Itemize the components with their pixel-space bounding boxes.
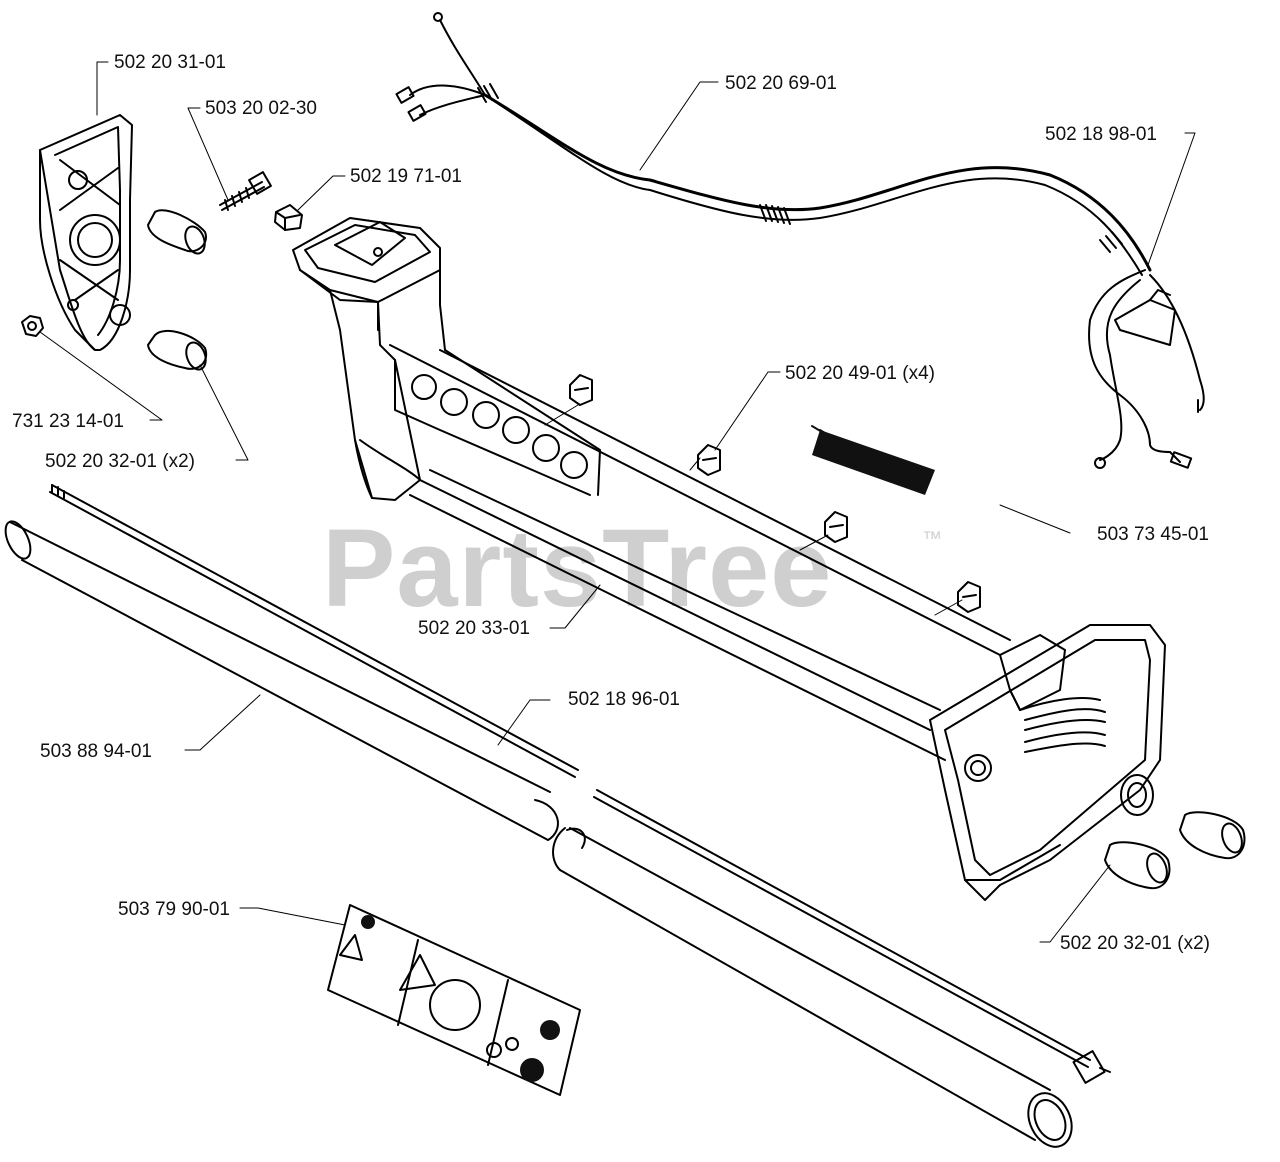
bolt — [219, 171, 272, 211]
part-label-502-20-49-01: 502 20 49-01 (x4) — [785, 363, 935, 384]
drive-shaft — [49, 484, 1111, 1084]
watermark: PartsTree — [322, 507, 833, 630]
part-label-502-19-71-01: 502 19 71-01 — [350, 166, 462, 187]
part-label-503-20-02-30: 503 20 02-30 — [205, 98, 317, 119]
brand-decal — [811, 425, 935, 495]
part-label-731-23-14-01: 731 23 14-01 — [12, 411, 124, 432]
handle-bracket-left — [39, 114, 133, 351]
tube-upper — [4, 520, 559, 841]
bushings-left — [147, 209, 208, 371]
part-label-502-20-32-01-left: 502 20 32-01 (x2) — [45, 451, 195, 472]
part-label-502-18-96-01: 502 18 96-01 — [568, 689, 680, 710]
part-label-502-18-98-01: 502 18 98-01 — [1045, 124, 1157, 145]
part-label-503-73-45-01: 503 73 45-01 — [1097, 524, 1209, 545]
leader-lines — [39, 61, 1196, 943]
bushings-right — [1104, 811, 1246, 890]
part-label-502-20-32-01-right: 502 20 32-01 (x2) — [1060, 933, 1210, 954]
cable-clips — [569, 374, 981, 613]
part-label-502-20-33-01: 502 20 33-01 — [418, 618, 530, 639]
part-label-502-20-31-01: 502 20 31-01 — [114, 52, 226, 73]
part-label-502-20-69-01: 502 20 69-01 — [725, 73, 837, 94]
nut — [21, 315, 44, 337]
main-frame — [292, 217, 1166, 901]
square-nut — [274, 204, 303, 231]
wiring-harness — [395, 12, 1205, 469]
warning-label — [327, 904, 581, 1096]
trademark-symbol: ™ — [922, 528, 942, 550]
part-label-503-79-90-01: 503 79 90-01 — [118, 899, 230, 920]
part-label-503-88-94-01: 503 88 94-01 — [40, 741, 152, 762]
tube-lower — [552, 827, 1073, 1148]
